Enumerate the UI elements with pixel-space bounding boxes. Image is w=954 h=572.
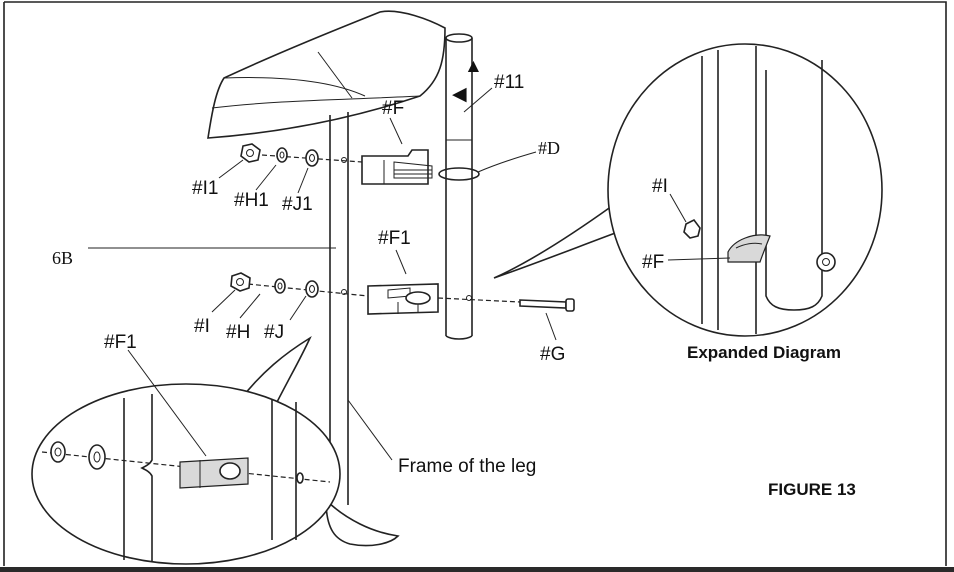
label-expanded-F: #F <box>642 252 664 273</box>
label-part-H1: #H1 <box>234 190 269 211</box>
label-part-F: #F <box>382 98 404 119</box>
seat-plate <box>207 10 446 139</box>
figure-title: FIGURE 13 <box>768 480 856 499</box>
tube-11: ▲ ◀ <box>438 33 483 340</box>
label-part-F1: #F1 <box>378 228 411 249</box>
figure-border <box>4 1 947 566</box>
label-part-H: #H <box>226 322 250 343</box>
label-part-G: #G <box>540 344 565 365</box>
label-part-I: #I <box>194 316 210 337</box>
bracket-F <box>361 149 433 185</box>
svg-text:▲: ▲ <box>464 56 483 77</box>
bottom-strip <box>0 567 954 572</box>
svg-text:◀: ◀ <box>452 84 467 105</box>
label-frame-of-leg: Frame of the leg <box>398 456 536 477</box>
label-part-J: #J <box>264 322 284 343</box>
label-expanded-diagram: Expanded Diagram <box>687 343 841 362</box>
label-side-6B: 6B <box>52 248 73 268</box>
label-part-I1: #I1 <box>192 178 218 199</box>
inset-detail-F1 <box>31 335 341 565</box>
label-expanded-I: #I <box>652 176 668 197</box>
bracket-F1 <box>367 283 439 315</box>
label-inset-F1: #F1 <box>104 332 137 353</box>
label-part-J1: #J1 <box>282 194 313 215</box>
expanded-diagram <box>493 43 883 337</box>
bolt-G <box>437 297 575 341</box>
label-part-D: #D <box>538 138 560 158</box>
label-part-11: #11 <box>494 72 524 93</box>
lower-fasteners <box>211 272 369 321</box>
leg-frame <box>325 112 400 547</box>
upper-fasteners <box>218 143 363 194</box>
